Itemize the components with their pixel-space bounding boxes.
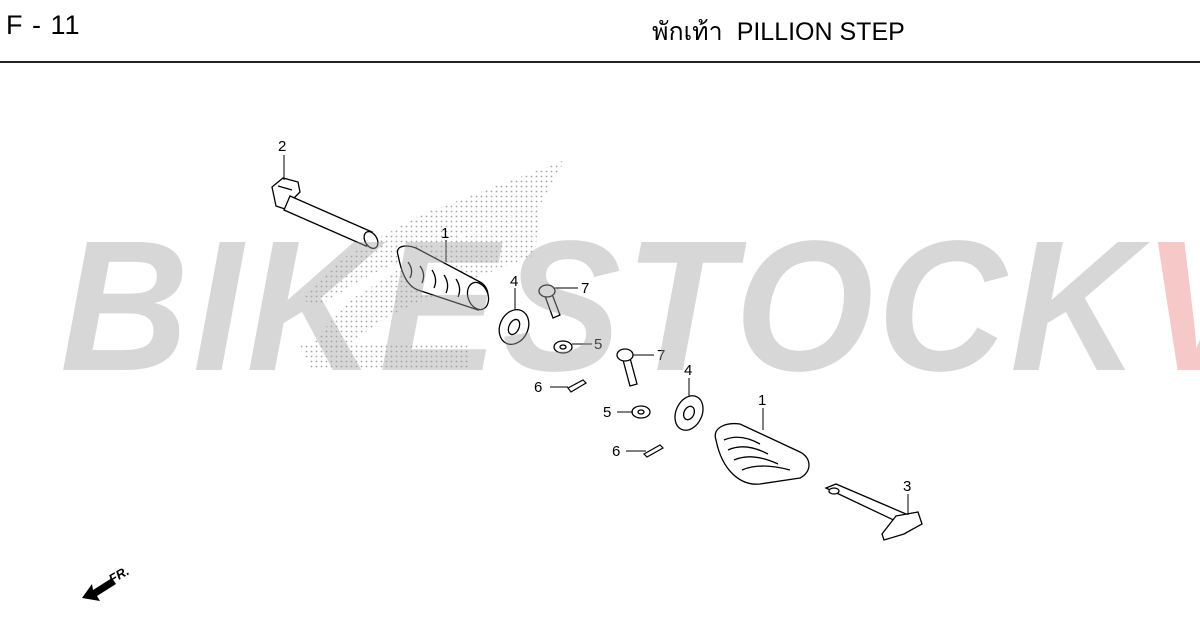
callout-5-upper: 5 [594,336,602,353]
part-1-rubber-step-left [396,245,490,311]
callout-6-lower: 6 [612,443,620,460]
part-6-cotter-pin-b [643,444,664,458]
callout-5-lower: 5 [603,404,611,421]
part-5-small-washer-a [553,340,573,354]
callout-7-upper: 7 [581,280,589,297]
part-6-cotter-pin-a [567,379,587,393]
part-7-pin-a [538,284,561,319]
watermark-red-text: VN [1143,203,1200,410]
callout-4-right: 4 [684,362,692,379]
page-title: พักเท้า PILLION STEP [652,12,919,52]
callout-1-right: 1 [758,392,766,409]
callout-7-lower: 7 [657,347,665,364]
page-code: F - 11 [6,10,81,40]
callout-2: 2 [278,138,286,155]
site-watermark: BIKESTOCKVN [60,214,1200,400]
page-title-thai: พักเท้า [652,18,723,46]
callout-leaders [283,155,909,515]
part-2-step-bar-left [271,177,379,250]
callout-1-left: 1 [441,225,449,242]
page-title-english: PILLION STEP [736,18,905,46]
callout-4-left: 4 [510,273,518,290]
callout-3: 3 [903,478,911,495]
part-3-step-bar-right [824,483,923,541]
part-7-pin-b [616,348,638,387]
part-4-washer-b [674,395,704,431]
callout-6-upper: 6 [534,379,542,396]
header-divider [0,61,1200,63]
front-direction-arrow-icon: FR. [82,563,132,601]
part-4-washer-a [498,308,530,346]
watermark-gray-text: BIKESTOCK [60,203,1143,410]
part-1-rubber-step-right [714,422,810,485]
